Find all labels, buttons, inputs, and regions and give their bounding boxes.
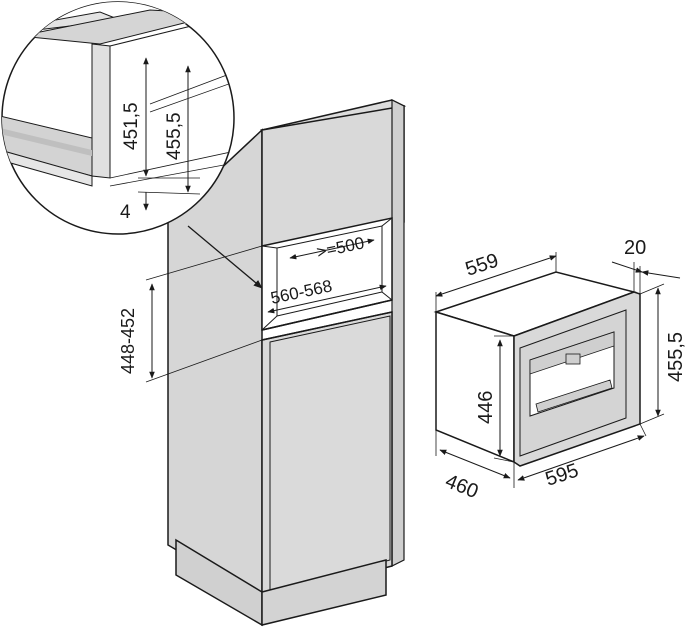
appliance-dispenser-top: [529, 331, 615, 375]
niche-width-arrow: [267, 284, 387, 314]
front-thickness-arrow-a: [611, 261, 643, 273]
front-width-arrow: [517, 435, 645, 481]
depth-arrow: [439, 449, 511, 479]
appliance-side: [435, 310, 515, 464]
cabinet-door: [269, 315, 391, 593]
depth-label: 460: [442, 470, 481, 503]
niche-height-label: 448-452: [118, 308, 138, 374]
cabinet-right-edge: [391, 99, 405, 567]
callout-gap-label: 4: [120, 202, 131, 223]
front-width-label: 595: [543, 460, 582, 491]
niche-depth-arrow: [289, 238, 375, 260]
callout-pointer: [187, 225, 263, 289]
detail-callout: 451,5 455,5 4: [1, 1, 235, 235]
body-width-arrow: [435, 255, 557, 297]
callout-outer-label: 455,5: [164, 112, 185, 160]
front-height-label: 455,5: [665, 332, 687, 382]
front-thickness-arrow-b: [641, 270, 681, 279]
cabinet-plinth-front: [261, 559, 387, 626]
tall-cabinet: >=500 560-568 448-452: [118, 99, 407, 627]
callout-inner-label: 451,5: [121, 102, 142, 150]
front-thickness-label: 20: [624, 237, 646, 259]
appliance: 559 20 455,5 446 460 595: [433, 237, 687, 503]
appliance-drip-tray: [535, 379, 613, 413]
appliance-spout: [565, 353, 581, 365]
body-height-label: 446: [475, 391, 497, 424]
